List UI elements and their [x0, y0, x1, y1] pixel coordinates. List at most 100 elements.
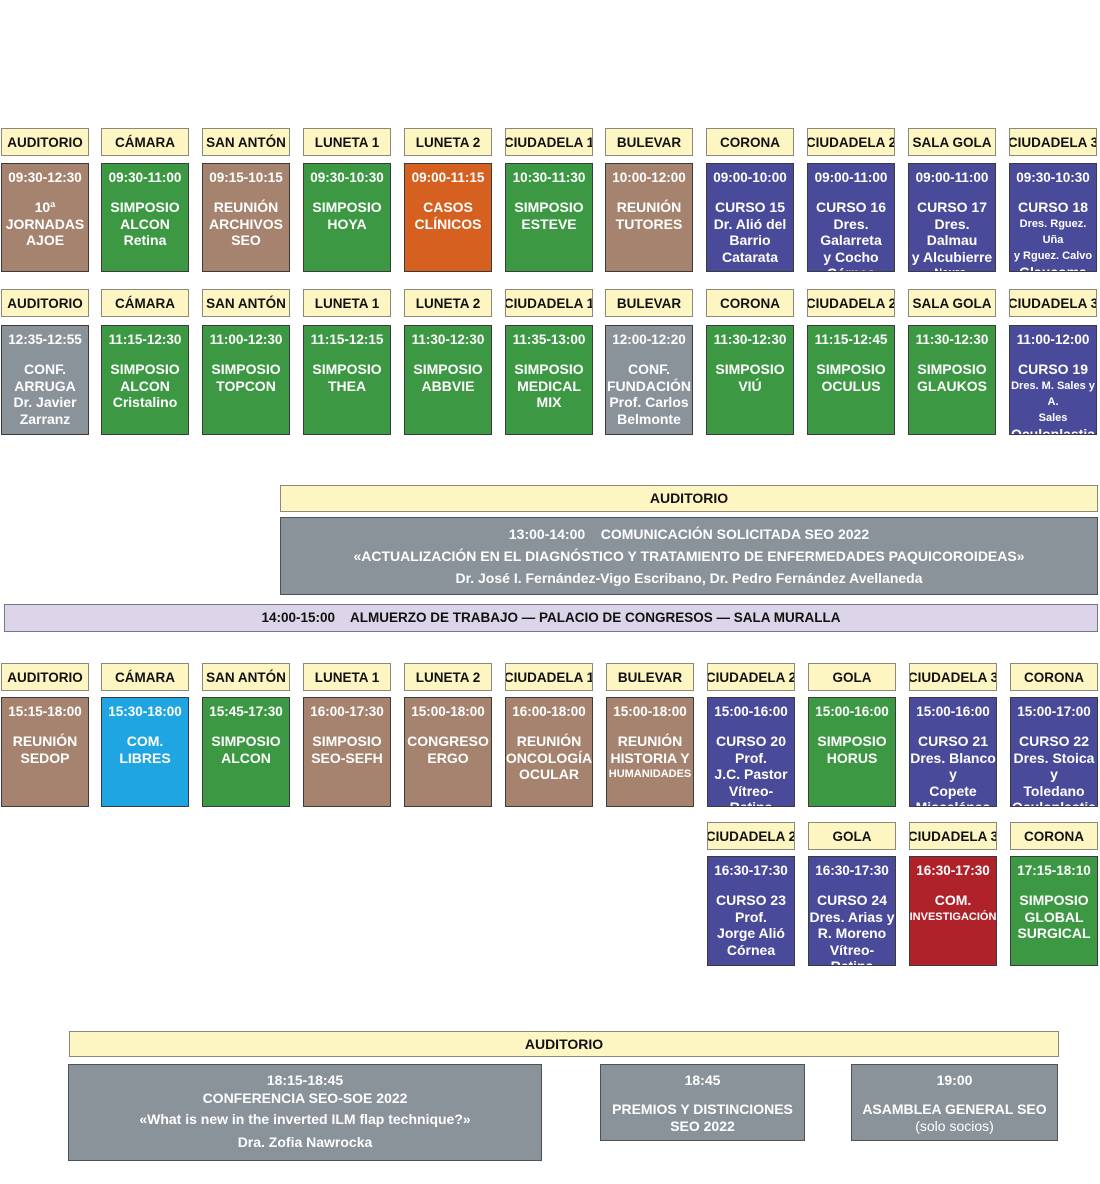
session-line: Dres. Galarreta: [820, 215, 882, 249]
session-line: Copete: [929, 782, 977, 799]
lunch-text: ALMUERZO DE TRABAJO — PALACIO DE CONGRES…: [350, 610, 841, 625]
session-line: Oculoplastia: [1011, 799, 1097, 807]
session-line: Barrio: [729, 232, 771, 248]
session-time: 09:30-10:30: [1016, 170, 1090, 185]
session-line: JORNADAS: [5, 215, 85, 232]
session-line: HUMANIDADES: [608, 768, 692, 780]
session-time: 09:00-11:00: [915, 170, 989, 185]
session-line: Prof. Carlos: [609, 394, 689, 410]
session-line: VIÚ: [738, 377, 762, 394]
session-line: Toledano: [1023, 782, 1085, 799]
session-line: SIMPOSIO: [514, 361, 584, 377]
block2-room-9: SALA GOLA: [908, 289, 996, 317]
session-line: Córnea: [827, 265, 875, 271]
session-line: MIX: [536, 394, 562, 410]
session-time: 16:30-17:30: [916, 863, 990, 878]
session-line: Jorge Alió: [717, 925, 785, 941]
session-line: SIMPOSIO: [312, 199, 382, 215]
session-line: HOYA: [327, 215, 367, 232]
block1-room-9: SALA GOLA: [908, 128, 996, 156]
awards-line1: PREMIOS Y DISTINCIONES: [612, 1101, 793, 1117]
conference-title: CONFERENCIA SEO-SOE 2022: [202, 1090, 408, 1106]
session-line: TOPCON: [216, 377, 276, 394]
block3-room-4: LUNETA 2: [404, 663, 492, 691]
session-line: MEDICAL: [517, 377, 581, 394]
session-line: y Rguez. Calvo: [1013, 249, 1093, 262]
block2-room-10: CIUDADELA 3: [1009, 289, 1097, 317]
session-line: Dres. Dalmau: [926, 215, 978, 249]
communication-title: COMUNICACIÓN SOLICITADA SEO 2022: [600, 526, 870, 542]
session-line: Zarranz: [19, 410, 71, 427]
session-line: Glaucoma: [1019, 263, 1087, 272]
assembly-time: 19:00: [936, 1072, 973, 1088]
session-line: CONF.: [24, 361, 66, 377]
session-line: CASOS: [423, 199, 473, 215]
session-time: 11:15-12:30: [108, 332, 182, 347]
session-time: 15:30-18:00: [108, 704, 182, 719]
block3-room-2: SAN ANTÓN: [202, 663, 290, 691]
session-line: REUNIÓN: [616, 199, 682, 215]
session-line: SEO-SEFH: [311, 749, 383, 766]
session-time: 11:30-12:30: [713, 332, 787, 347]
session-time: 15:15-18:00: [8, 704, 82, 719]
session-line: SIMPOSIO: [110, 199, 180, 215]
session-line: Prof.: [735, 749, 767, 766]
session-time: 17:15-18:10: [1017, 863, 1091, 878]
session-line: Córnea: [726, 941, 776, 958]
communication-subtitle: «ACTUALIZACIÓN EN EL DIAGNÓSTICO Y TRATA…: [353, 548, 1025, 564]
block2-room-1: CÁMARA: [101, 289, 189, 317]
session-line: Miscelánea: [915, 799, 991, 807]
lunch-bar: 14:00-15:00 ALMUERZO DE TRABAJO — PALACI…: [4, 604, 1098, 632]
conference-subtitle: «What is new in the inverted ILM flap te…: [139, 1111, 471, 1127]
session-line: THEA: [327, 377, 367, 394]
session-line: 10ª: [34, 199, 56, 215]
session-time: 11:15-12:45: [814, 332, 888, 347]
block4-room-3: CORONA: [1010, 822, 1098, 850]
session-line: COM.: [934, 892, 972, 908]
session-line: CONGRESO: [407, 733, 489, 749]
block1-room-3: LUNETA 1: [303, 128, 391, 156]
session-time: 11:00-12:00: [1016, 332, 1090, 347]
block3-room-7: CIUDADELA 2: [707, 663, 795, 691]
session-time: 15:00-18:00: [411, 704, 485, 719]
session-line: INVESTIGACIÓN: [909, 910, 997, 923]
session-line: COM.: [126, 733, 164, 749]
session-line: CURSO 19: [1017, 361, 1089, 377]
session-line: y Alcubierre: [911, 248, 993, 265]
session-line: REUNIÓN: [516, 733, 582, 749]
evening-awards: 18:45 PREMIOS Y DISTINCIONES SEO 2022: [600, 1064, 805, 1141]
block1-room-4: LUNETA 2: [404, 128, 492, 156]
session-line: SIMPOSIO: [514, 199, 584, 215]
session-line: R. Moreno: [817, 925, 887, 941]
session-line: Oculoplastia: [1010, 425, 1096, 435]
session-time: 16:30-17:30: [714, 863, 788, 878]
block1-room-5: CIUDADELA 1: [505, 128, 593, 156]
block4-room-0: CIUDADELA 2: [707, 822, 795, 850]
block2-room-7: CORONA: [706, 289, 794, 317]
session-line: SIMPOSIO: [110, 361, 180, 377]
session-line: Dres. M. Sales y A.: [1011, 379, 1095, 408]
session-line: SURGICAL: [1017, 925, 1091, 941]
session-line: SIMPOSIO: [413, 361, 483, 377]
session-line: y Cocho: [823, 248, 879, 265]
conference-time: 18:15-18:45: [266, 1072, 344, 1088]
